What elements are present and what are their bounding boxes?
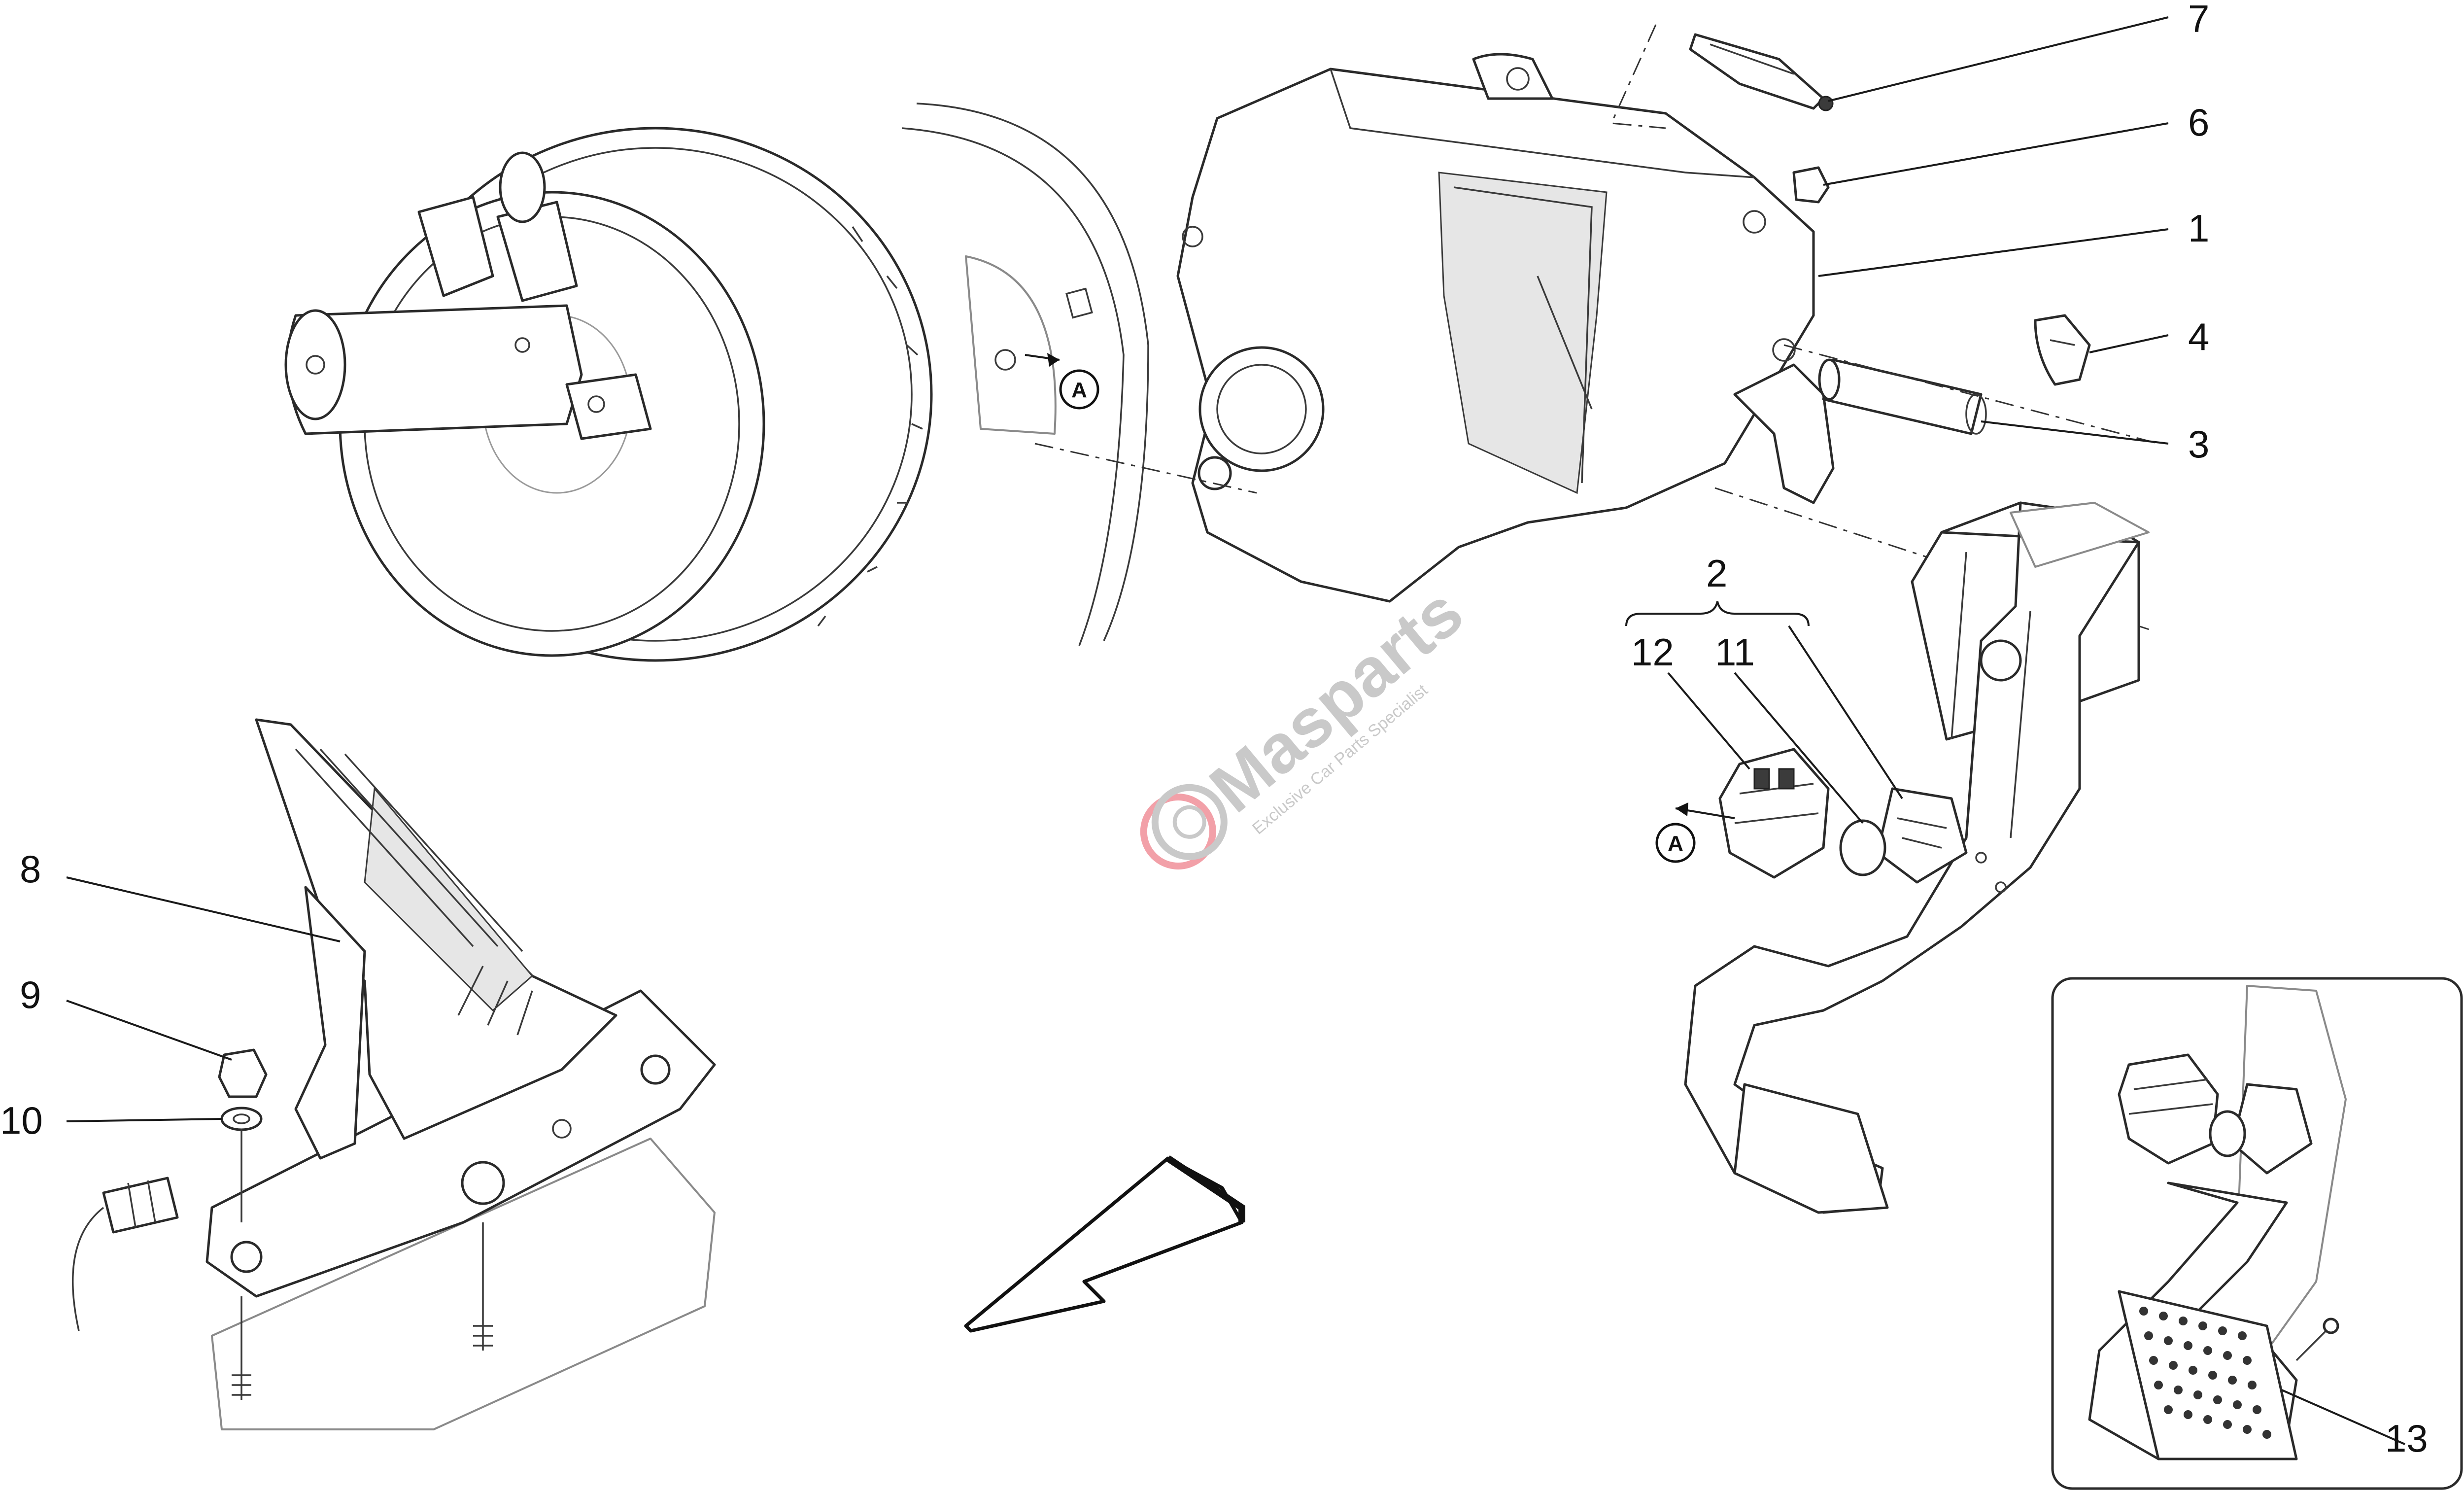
leader-lines: [66, 16, 2405, 1445]
callout-13: 13: [2385, 1417, 2428, 1460]
ref-marker-a-label: A: [1071, 378, 1087, 402]
callout-8: 8: [20, 847, 41, 891]
callout-9: 9: [20, 973, 41, 1016]
callout-1: 1: [2188, 207, 2209, 250]
watermark-name: Masparts: [1196, 573, 1477, 827]
pedal-spacer: [1718, 748, 1830, 879]
callout-4: 4: [2188, 315, 2209, 358]
callout-2: 2: [1706, 552, 1727, 595]
pedal-bracket: [1176, 53, 1835, 603]
callout-12: 12: [1631, 630, 1674, 674]
nut: [1792, 166, 1830, 204]
pivot-pin: [1818, 358, 1987, 435]
accelerator-pedal: [71, 718, 716, 1430]
ref-marker-a-top: A: [1025, 353, 1099, 410]
callout-3: 3: [2188, 422, 2209, 466]
detail-inset: [2051, 977, 2463, 1490]
brake-pedal: [1684, 501, 2150, 1214]
callout-11: 11: [1715, 630, 1755, 674]
booster-gasket: [901, 103, 1149, 646]
pedal-pad-holes: [2139, 1307, 2271, 1439]
pedal-bushing: [1839, 787, 1968, 884]
callout-6: 6: [2188, 101, 2209, 144]
arrow-down-left-icon: [964, 1155, 1245, 1333]
callout-7: 7: [2188, 0, 2209, 40]
retaining-clip: [2034, 314, 2091, 386]
watermark: Masparts Exclusive Car Parts Specialist: [1140, 573, 1477, 870]
callout-10: 10: [0, 1099, 43, 1142]
ref-marker-a-pedal: A: [1655, 802, 1735, 863]
gear-logo-icon: [1140, 784, 1228, 870]
pedal-switch: [1689, 33, 1834, 111]
ref-marker-a-label: A: [1668, 832, 1683, 856]
master-cylinder: [284, 151, 652, 440]
